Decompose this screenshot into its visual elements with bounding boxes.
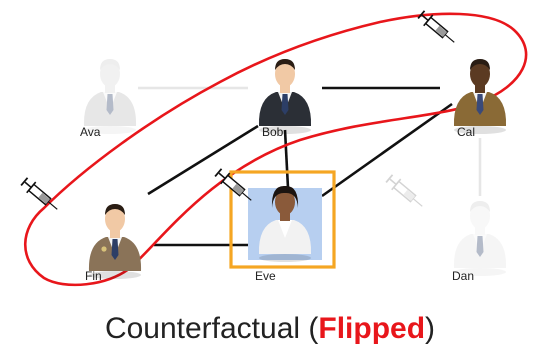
syringe-icon xyxy=(417,10,455,43)
node-cal: Cal xyxy=(417,10,507,139)
edge-bob-fin xyxy=(147,124,259,196)
node-ava: Ava xyxy=(80,59,137,139)
highlight-frame xyxy=(229,170,336,269)
edge-layer xyxy=(138,86,482,247)
node-fin: Fin xyxy=(20,177,142,283)
node-label-dan: Dan xyxy=(452,269,474,283)
node-label-eve: Eve xyxy=(255,269,276,283)
node-label-fin: Fin xyxy=(85,269,102,283)
caption-emphasis: Flipped xyxy=(318,312,426,345)
person-icon xyxy=(88,204,142,279)
caption-prefix: Counterfactual ( xyxy=(104,312,319,345)
node-label-cal: Cal xyxy=(457,125,475,139)
node-label-ava: Ava xyxy=(80,125,101,139)
caption-suffix: ) xyxy=(425,312,436,345)
edge-bob-eve xyxy=(283,129,290,189)
syringe-icon xyxy=(214,168,252,201)
node-eve: Eve xyxy=(214,168,336,283)
edge-cal-eve xyxy=(321,102,453,198)
person-icon xyxy=(453,59,507,134)
person-icon xyxy=(258,59,312,134)
person-icon xyxy=(453,201,507,276)
syringe-icon xyxy=(20,177,58,210)
person-icon xyxy=(258,185,312,262)
node-bob: Bob xyxy=(258,59,312,139)
person-icon xyxy=(83,59,137,134)
node-dan: Dan xyxy=(385,174,507,283)
node-label-bob: Bob xyxy=(262,125,284,139)
syringe-icon xyxy=(385,174,423,207)
caption: Counterfactual (Flipped) xyxy=(0,312,540,346)
